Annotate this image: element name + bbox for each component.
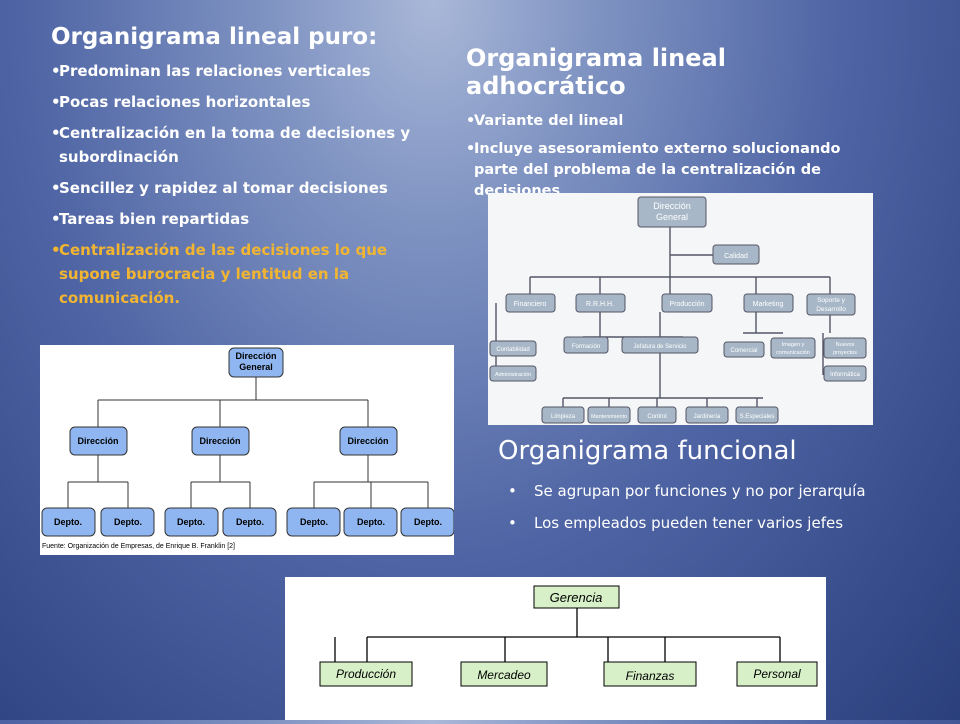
node-label: Personal <box>753 667 801 681</box>
node-label: Depto. <box>177 517 205 527</box>
node-label: Dirección <box>653 201 691 211</box>
node-label: Calidad <box>724 253 748 260</box>
chart3-level2: Producción Mercadeo Finanzas Personal <box>319 661 818 687</box>
linear-pure-section: Organigrama lineal puro: Predominan las … <box>51 24 431 317</box>
node-label: Mantenimiento <box>591 414 627 420</box>
chart1-top-node: Dirección General <box>228 347 284 378</box>
node-label: Desarrollo <box>816 306 846 313</box>
bullet-item: Se agrupan por funciones y no por jerarq… <box>498 480 918 502</box>
node-label: General <box>239 362 273 372</box>
linear-adhoc-bullets: Variante del lineal Incluye asesoramient… <box>466 111 886 202</box>
bullet-item: Predominan las relaciones verticales <box>51 59 431 83</box>
node-label: Nuevos <box>836 342 855 348</box>
functional-bullets: Se agrupan por funciones y no por jerarq… <box>498 480 918 534</box>
node-label: Depto. <box>114 517 142 527</box>
node-label: Marketing <box>753 301 784 308</box>
node-label: Control <box>647 414 666 420</box>
node-label: Dirección <box>77 436 118 446</box>
node-label: comunicación <box>776 350 810 356</box>
node-label: Informática <box>830 372 860 378</box>
node-label: Dirección <box>235 351 276 361</box>
linear-pure-title: Organigrama lineal puro: <box>51 24 378 50</box>
node-label: Jardinería <box>694 414 721 420</box>
node-label: Producción <box>336 667 396 681</box>
node-label: Administración <box>495 372 531 378</box>
chart2-top-node: Dirección General <box>637 196 707 228</box>
functional-section: Organigrama funcional Se agrupan por fun… <box>498 436 918 544</box>
chart3-top-node: Gerencia <box>533 585 620 609</box>
node-label: Finanzas <box>626 669 675 683</box>
node-label: General <box>656 212 688 222</box>
node-label: Comercial <box>730 348 757 354</box>
node-label: Limpieza <box>551 414 576 420</box>
node-label: S.Especiales <box>740 414 775 420</box>
linear-org-chart-svg: Dirección General Dirección Dirección Di… <box>41 347 455 550</box>
adhoc-org-chart-svg: Dirección General Calidad Financiero R.R… <box>489 196 867 424</box>
node-label: R.R.H.H. <box>586 301 614 308</box>
node-label: Mercadeo <box>477 668 531 682</box>
bullet-item: Sencillez y rapidez al tomar decisiones <box>51 176 431 200</box>
chart2-level4: Limpieza Mantenimiento Control Jardinerí… <box>541 406 779 424</box>
linear-adhoc-section: Organigrama lineal adhocrático Variante … <box>466 44 886 209</box>
chart2-level3: Contabilidad Administración Formación Je… <box>489 336 867 382</box>
chart1-level3: Depto. Depto. Depto. Depto. Depto. Depto… <box>41 507 455 537</box>
node-label: Depto. <box>236 517 264 527</box>
node-label: Jefatura de Servicio <box>633 344 687 350</box>
node-label: proyectos <box>833 350 857 356</box>
node-label: Depto. <box>300 517 328 527</box>
node-label: Depto. <box>357 517 385 527</box>
node-label: Producción <box>669 301 704 308</box>
node-label: Contabilidad <box>496 347 529 353</box>
linear-org-chart: Dirección General Dirección Dirección Di… <box>40 345 455 555</box>
node-label: Depto. <box>54 517 82 527</box>
node-label: Dirección <box>199 436 240 446</box>
chart1-source: Fuente: Organización de Empresas, de Enr… <box>42 543 235 550</box>
node-label: Gerencia <box>550 590 603 605</box>
node-label: Formación <box>572 344 600 350</box>
bullet-item-warning: Centralización de las decisiones lo que … <box>51 238 431 310</box>
node-label: Depto. <box>414 517 442 527</box>
bullet-item: Centralización en la toma de decisiones … <box>51 121 431 169</box>
chart1-level2: Dirección Dirección Dirección <box>69 426 398 456</box>
chart2-staff-node: Calidad <box>712 244 760 265</box>
bullet-item: Tareas bien repartidas <box>51 207 431 231</box>
linear-adhoc-title: Organigrama lineal adhocrático <box>466 44 726 100</box>
adhoc-org-chart: Dirección General Calidad Financiero R.R… <box>488 193 873 425</box>
bullet-item: Los empleados pueden tener varios jefes <box>498 512 918 534</box>
functional-org-chart: Gerencia Producción Mercadeo Finanzas Pe… <box>285 577 826 720</box>
node-label: Dirección <box>347 436 388 446</box>
functional-org-chart-svg: Gerencia Producción Mercadeo Finanzas Pe… <box>319 585 818 687</box>
bullet-item: Pocas relaciones horizontales <box>51 90 431 114</box>
chart2-level2: Financiero R.R.H.H. Producción Marketing… <box>505 293 856 316</box>
bullet-item: Variante del lineal <box>466 111 886 132</box>
node-label: Imagen y <box>782 342 805 348</box>
node-label: Financiero <box>514 301 547 308</box>
linear-pure-bullets: Predominan las relaciones verticales Poc… <box>51 59 431 310</box>
functional-title: Organigrama funcional <box>498 436 797 466</box>
node-label: Soporte y <box>817 297 846 304</box>
